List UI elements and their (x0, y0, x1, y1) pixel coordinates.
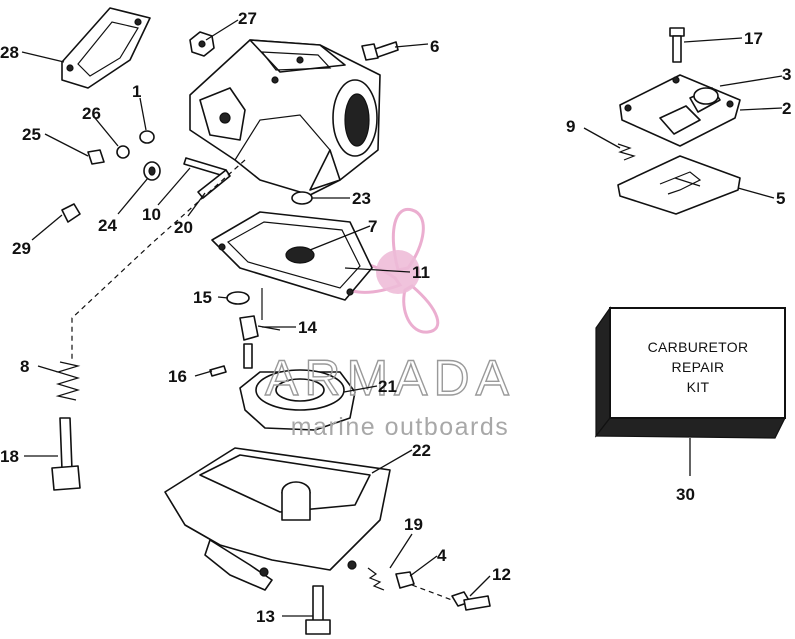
watermark-propeller-icon (337, 207, 440, 334)
callout-3: 3 (782, 65, 791, 84)
callout-6: 6 (430, 37, 439, 56)
repair-kit-box: CARBURETOR REPAIR KIT (594, 306, 786, 439)
watermark-title: ARMADA (265, 350, 515, 406)
carburetor-body (189, 39, 381, 196)
callout-8: 8 (20, 357, 29, 376)
callout-1: 1 (132, 82, 141, 101)
callout-labels: 27 6 28 1 26 25 24 10 20 29 23 7 11 15 1… (0, 9, 791, 626)
callout-22: 22 (412, 441, 431, 460)
callout-11: 11 (412, 263, 430, 282)
small-parts-left (61, 130, 231, 223)
callout-25: 25 (22, 125, 41, 144)
callout-12: 12 (492, 565, 511, 584)
float-21 (239, 369, 356, 431)
callout-28: 28 (0, 43, 19, 62)
callout-20: 20 (174, 218, 193, 237)
callout-16: 16 (168, 367, 187, 386)
cover-2 (619, 74, 741, 147)
callout-2: 2 (782, 99, 791, 118)
gasket-28 (61, 7, 151, 89)
screw-6 (361, 41, 399, 61)
callout-30: 30 (676, 485, 695, 504)
nut-27 (189, 31, 215, 57)
callout-17: 17 (744, 29, 763, 48)
gasket-7 (211, 211, 373, 301)
callout-7: 7 (368, 217, 377, 236)
callout-14: 14 (298, 318, 317, 337)
float-bowl-22 (164, 447, 391, 591)
linkage-dashed-line (71, 159, 246, 360)
kit-label-line1: CARBURETOR (648, 339, 749, 355)
callout-27: 27 (238, 9, 257, 28)
diaphragm-5 (617, 155, 741, 215)
callout-24: 24 (98, 216, 117, 235)
needle-valve-parts (209, 291, 281, 377)
callout-13: 13 (256, 607, 275, 626)
spring-8 (51, 361, 81, 491)
bottom-hardware (305, 567, 491, 635)
screw-17 (669, 27, 685, 63)
callout-15: 15 (193, 288, 212, 307)
callout-4: 4 (437, 546, 447, 565)
callout-19: 19 (404, 515, 423, 534)
kit-label-line3: KIT (687, 379, 710, 395)
callout-26: 26 (82, 104, 101, 123)
o-ring-23 (291, 191, 313, 205)
callout-5: 5 (776, 189, 785, 208)
callout-18: 18 (0, 447, 19, 466)
callout-23: 23 (352, 189, 371, 208)
watermark-subtitle: marine outboards (291, 413, 510, 441)
kit-label-line2: REPAIR (672, 359, 725, 375)
callout-21: 21 (378, 377, 397, 396)
spring-9 (617, 143, 636, 161)
callout-29: 29 (12, 239, 31, 258)
callout-9: 9 (566, 117, 575, 136)
leader-lines (21, 19, 783, 617)
callout-10: 10 (142, 205, 161, 224)
